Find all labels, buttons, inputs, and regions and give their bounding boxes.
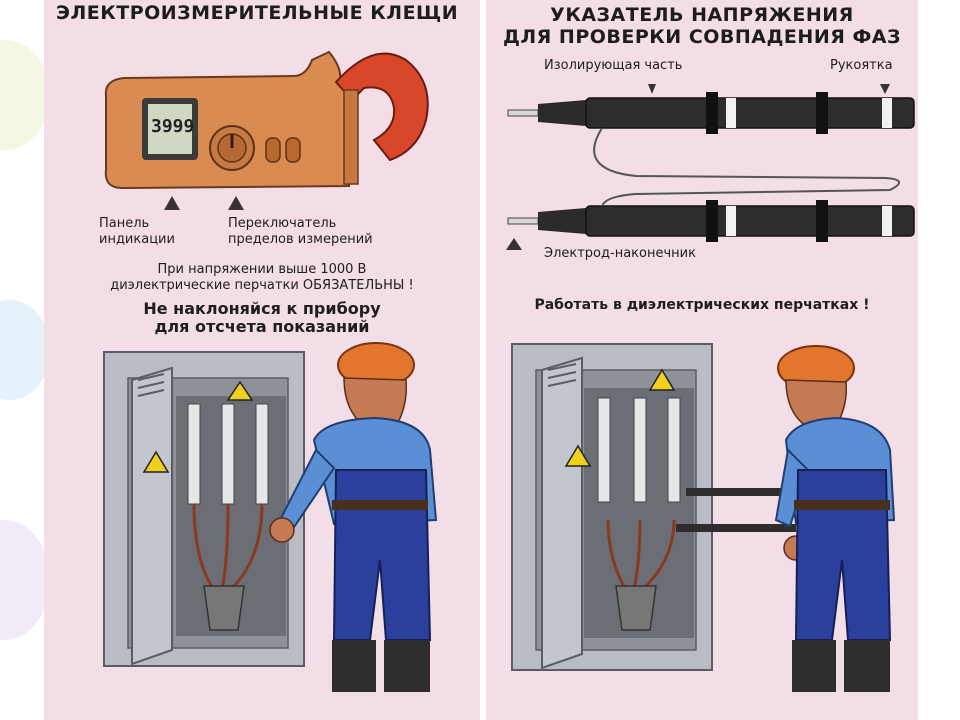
- clamp-meter-illustration: [103, 50, 438, 692]
- background-blob: [0, 40, 50, 150]
- clamp-meter-poster: ЭЛЕКТРОИЗМЕРИТЕЛЬНЫЕ КЛЕЩИ 3999 Панель и…: [44, 0, 480, 720]
- label-display-panel: Панель индикации: [99, 216, 175, 247]
- clamp-meter-title: ЭЛЕКТРОИЗМЕРИТЕЛЬНЫЕ КЛЕЩИ: [56, 2, 459, 24]
- meter-display-reading: 3999: [151, 116, 195, 137]
- label-insulating-part: Изолирующая часть: [544, 58, 683, 73]
- label-electrode-tip: Электрод-наконечник: [544, 246, 696, 261]
- gloves-warning: Работать в диэлектрических перчатках !: [534, 297, 870, 313]
- phase-indicator-illustration: [506, 84, 915, 692]
- phase-indicator-poster: УКАЗАТЕЛЬ НАПРЯЖЕНИЯ ДЛЯ ПРОВЕРКИ СОВПАД…: [486, 0, 918, 720]
- label-range-switch: Переключатель пределов измерений: [228, 216, 373, 247]
- phase-indicator-title: УКАЗАТЕЛЬ НАПРЯЖЕНИЯ ДЛЯ ПРОВЕРКИ СОВПАД…: [502, 4, 902, 48]
- label-handle: Рукоятка: [830, 58, 893, 73]
- voltage-note: При напряжении выше 1000 В диэлектрическ…: [110, 262, 414, 293]
- background-blob: [0, 520, 50, 640]
- lean-warning: Не наклоняйся к прибору для отсчета пока…: [143, 299, 381, 336]
- background-blob: [0, 300, 50, 400]
